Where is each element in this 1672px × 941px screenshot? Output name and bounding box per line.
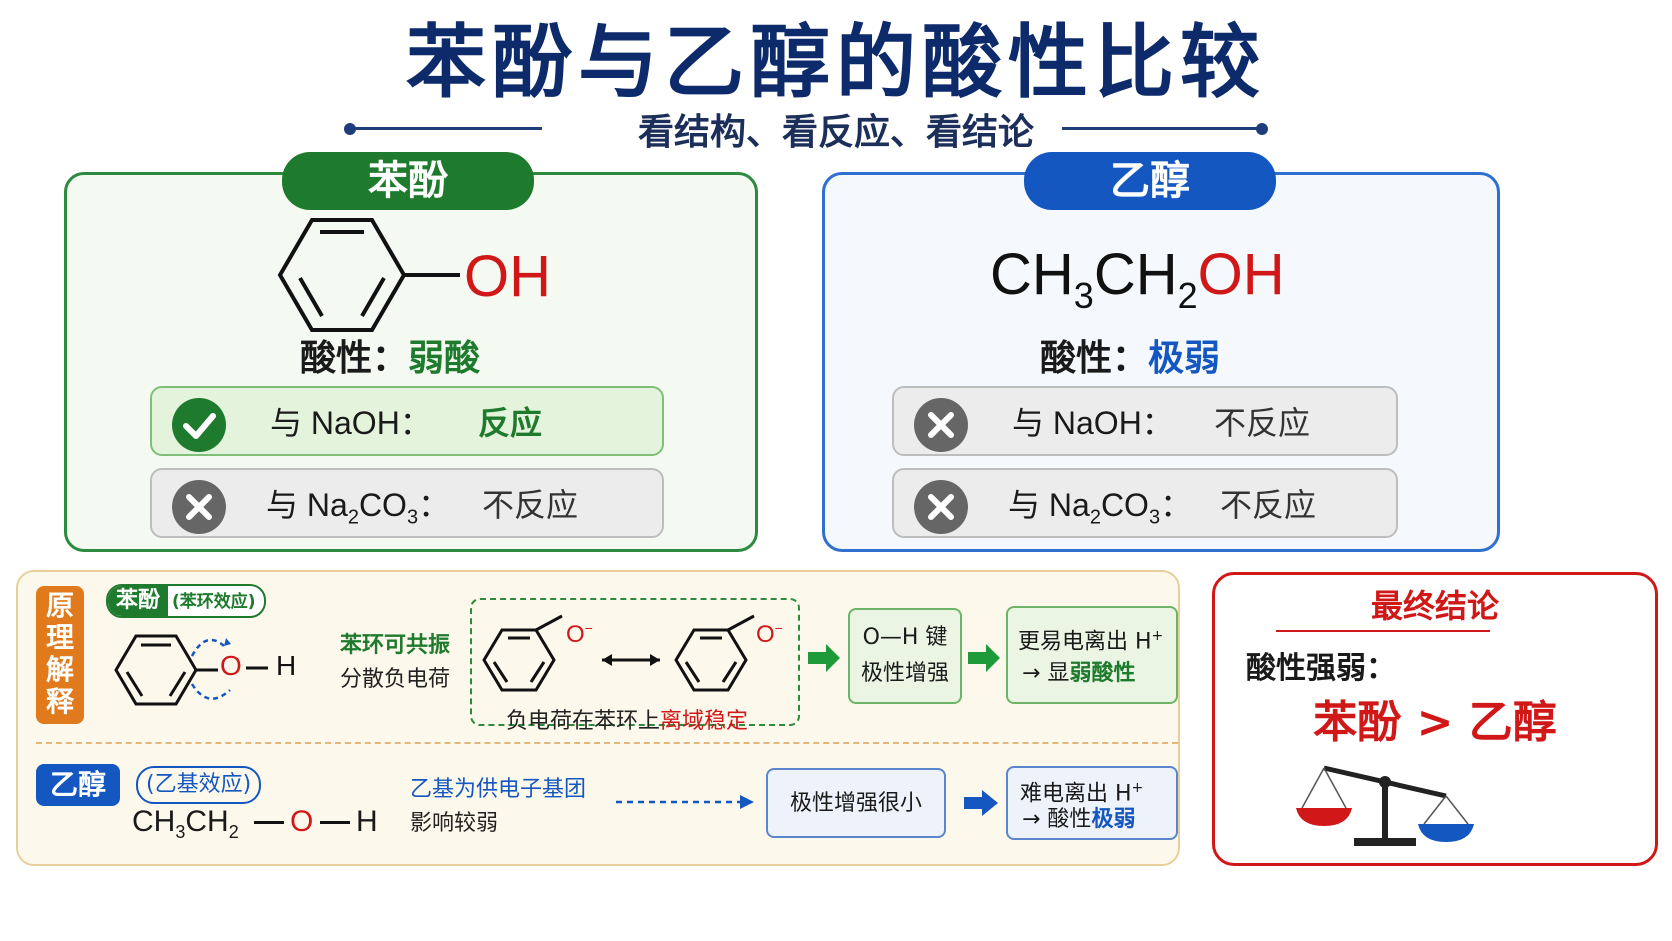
ethanol-h: H [356, 805, 378, 838]
phenol-o: O [220, 650, 242, 681]
box2-line1: 更易电离出 H+ [1018, 628, 1164, 655]
box1-line1: O—H 键 [862, 625, 948, 650]
na2co3-label: 与 Na2CO3： [1008, 487, 1193, 529]
principle-side-label: 原理解释 [36, 586, 84, 724]
phenol-naoh-row: 与 NaOH： 反应 [150, 386, 664, 456]
phenol-acidity: 酸性：弱酸 [300, 338, 481, 379]
ethanol-note-2: 影响较弱 [410, 811, 499, 836]
naoh-result: 不反应 [1214, 404, 1311, 442]
page-title: 苯酚与乙醇的酸性比较 [406, 16, 1266, 109]
naoh-label: 与 NaOH： [270, 405, 432, 441]
benzene-ring-icon [277, 218, 460, 332]
ethanol-na2co3-row: 与 Na2CO3： 不反应 [892, 468, 1398, 538]
delocalization-note: 负电荷在苯环上离域稳定 [506, 709, 749, 734]
resonance-box [470, 598, 800, 726]
conclusion-comparison: 苯酚 > 乙醇 [1313, 697, 1557, 748]
page-subtitle: 看结构、看反应、看结论 [637, 112, 1034, 153]
conclusion-label: 酸性强弱： [1246, 651, 1396, 686]
na2co3-label: 与 Na2CO3： [266, 487, 451, 529]
principle-panel [16, 570, 1180, 866]
arrow-right-icon [968, 644, 1000, 672]
phenol-tab: 苯酚 [282, 152, 534, 210]
arrow-right-icon [964, 790, 998, 816]
subtitle-line-right [1062, 127, 1258, 130]
principle-divider [36, 742, 1178, 744]
dashed-arrow-icon [616, 795, 754, 809]
ethanol-effect-label: (乙基效应) [136, 766, 262, 804]
ionization-box: 更易电离出 H+ → 显弱酸性 [1006, 606, 1178, 704]
subtitle-line-left [352, 127, 542, 130]
anion-o-1: O− [566, 620, 593, 648]
cross-icon [914, 398, 968, 452]
ethanol-naoh-row: 与 NaOH： 不反应 [892, 386, 1398, 456]
cross-icon [914, 480, 968, 534]
ethanol-effect-tag: 乙醇 [36, 764, 120, 806]
resonance-structures-icon [482, 614, 755, 692]
phenol-h: H [276, 650, 297, 681]
phenol-effect-tag: 苯酚(苯环效应) [106, 584, 266, 618]
ethanol-formula: CH3CH2OH [990, 242, 1285, 316]
oh-polarity-box: O—H 键 极性增强 [848, 608, 962, 704]
polarity-small-box: 极性增强很小 [766, 768, 946, 838]
ethanol-note-1: 乙基为供电子基团 [410, 777, 587, 802]
naoh-label: 与 NaOH： [1012, 405, 1174, 441]
box4-line1: 难电离出 H+ [1020, 780, 1144, 807]
phenol-na2co3-row: 与 Na2CO3： 不反应 [150, 468, 664, 538]
bond-line [320, 821, 350, 824]
conclusion-title-rule [1276, 630, 1490, 632]
conclusion-title: 最终结论 [1370, 587, 1499, 625]
box2-line2: → 显弱酸性 [1022, 661, 1136, 686]
box1-line2: 极性增强 [860, 661, 949, 686]
check-icon [172, 398, 226, 452]
anion-o-2: O− [756, 620, 783, 648]
bond-line [254, 821, 284, 824]
box4-line2: → 酸性极弱 [1022, 807, 1136, 832]
box3-text: 极性增强很小 [789, 791, 922, 816]
ethanol-acidity: 酸性：极弱 [1040, 338, 1221, 379]
ethanol-structure: CH3CH2 [132, 805, 239, 842]
subtitle-dot-right [1256, 123, 1268, 135]
phenol-note-2: 分散负电荷 [340, 667, 451, 692]
naoh-result: 反应 [478, 404, 543, 442]
na2co3-result: 不反应 [482, 486, 579, 524]
conclusion-panel [1212, 572, 1658, 866]
balance-scale-icon [1296, 765, 1474, 846]
subtitle-dot-left [344, 123, 356, 135]
arrow-right-icon [808, 644, 840, 672]
na2co3-result: 不反应 [1220, 486, 1317, 524]
ethanol-o: O [290, 805, 314, 838]
cross-icon [172, 480, 226, 534]
phenol-note-1: 苯环可共振 [340, 633, 451, 658]
phenol-oh: OH [464, 244, 551, 309]
phenol-structure-icon [114, 634, 268, 706]
weak-ionization-box: 难电离出 H+ → 酸性极弱 [1006, 766, 1178, 840]
ethanol-tab: 乙醇 [1024, 152, 1276, 210]
